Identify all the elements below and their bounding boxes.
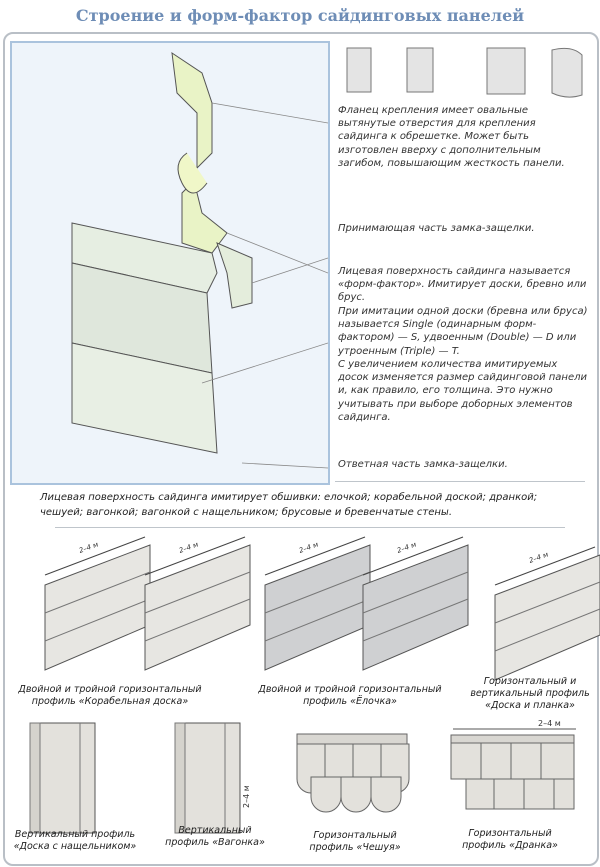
note-flange: Фланец крепления имеет овальные вытянуты… xyxy=(338,105,565,169)
dimension-label: 2–4 м xyxy=(528,550,550,565)
profile-thumbnails xyxy=(346,47,583,98)
note-receiving-lock: Принимающая часть замка-защелки. xyxy=(338,223,535,234)
thumb-panel-2 xyxy=(406,47,434,93)
dimension-label: 2–4 м xyxy=(298,540,320,555)
note-single-double-triple: При имитации одной доски (бревна или бру… xyxy=(338,306,588,357)
panel-herringbone-1: 2–4 м xyxy=(264,536,371,671)
note-size-thickness: С увеличением количества имитируемых дос… xyxy=(338,359,588,423)
page-title: Строение и форм-фактор сайдинговых панел… xyxy=(75,6,525,25)
dimension-label: 2–4 м xyxy=(242,785,251,808)
panel-herringbone-2: 2–4 м xyxy=(362,536,469,671)
dimension-label: 2–4 м xyxy=(396,540,418,555)
note-form-factor: Лицевая поверхность сайдинга называется … xyxy=(338,266,587,304)
form-factor-caption: Лицевая поверхность сайдинга имитирует о… xyxy=(40,492,538,518)
outer-frame xyxy=(3,32,599,866)
panel-structure-illustration xyxy=(10,41,330,485)
panel-shingle: 2–4 м xyxy=(450,719,576,810)
thumb-panel-1 xyxy=(346,47,372,93)
dimension-label: 2–4 м xyxy=(538,719,561,728)
panel-shiplap-2: 2–4 м xyxy=(144,536,251,671)
panel-board-with-batten xyxy=(29,722,96,834)
panel-vagonka: 2–4 м xyxy=(174,722,251,834)
dimension-label: 2–4 м xyxy=(78,540,100,555)
panel-board-batten: 2–4 м xyxy=(494,546,600,681)
divider xyxy=(55,527,565,528)
thumb-panel-4 xyxy=(551,47,583,98)
dimension-label: 2–4 м xyxy=(178,540,200,555)
divider xyxy=(335,481,585,482)
note-mating-lock: Ответная часть замка-защелки. xyxy=(338,459,508,470)
thumb-panel-3 xyxy=(486,47,526,95)
label-board-with-batten: Вертикальный профиль«Доска с нащельником… xyxy=(13,829,137,852)
panel-scales xyxy=(296,733,410,813)
siding-cross-section-drawing xyxy=(71,51,328,469)
